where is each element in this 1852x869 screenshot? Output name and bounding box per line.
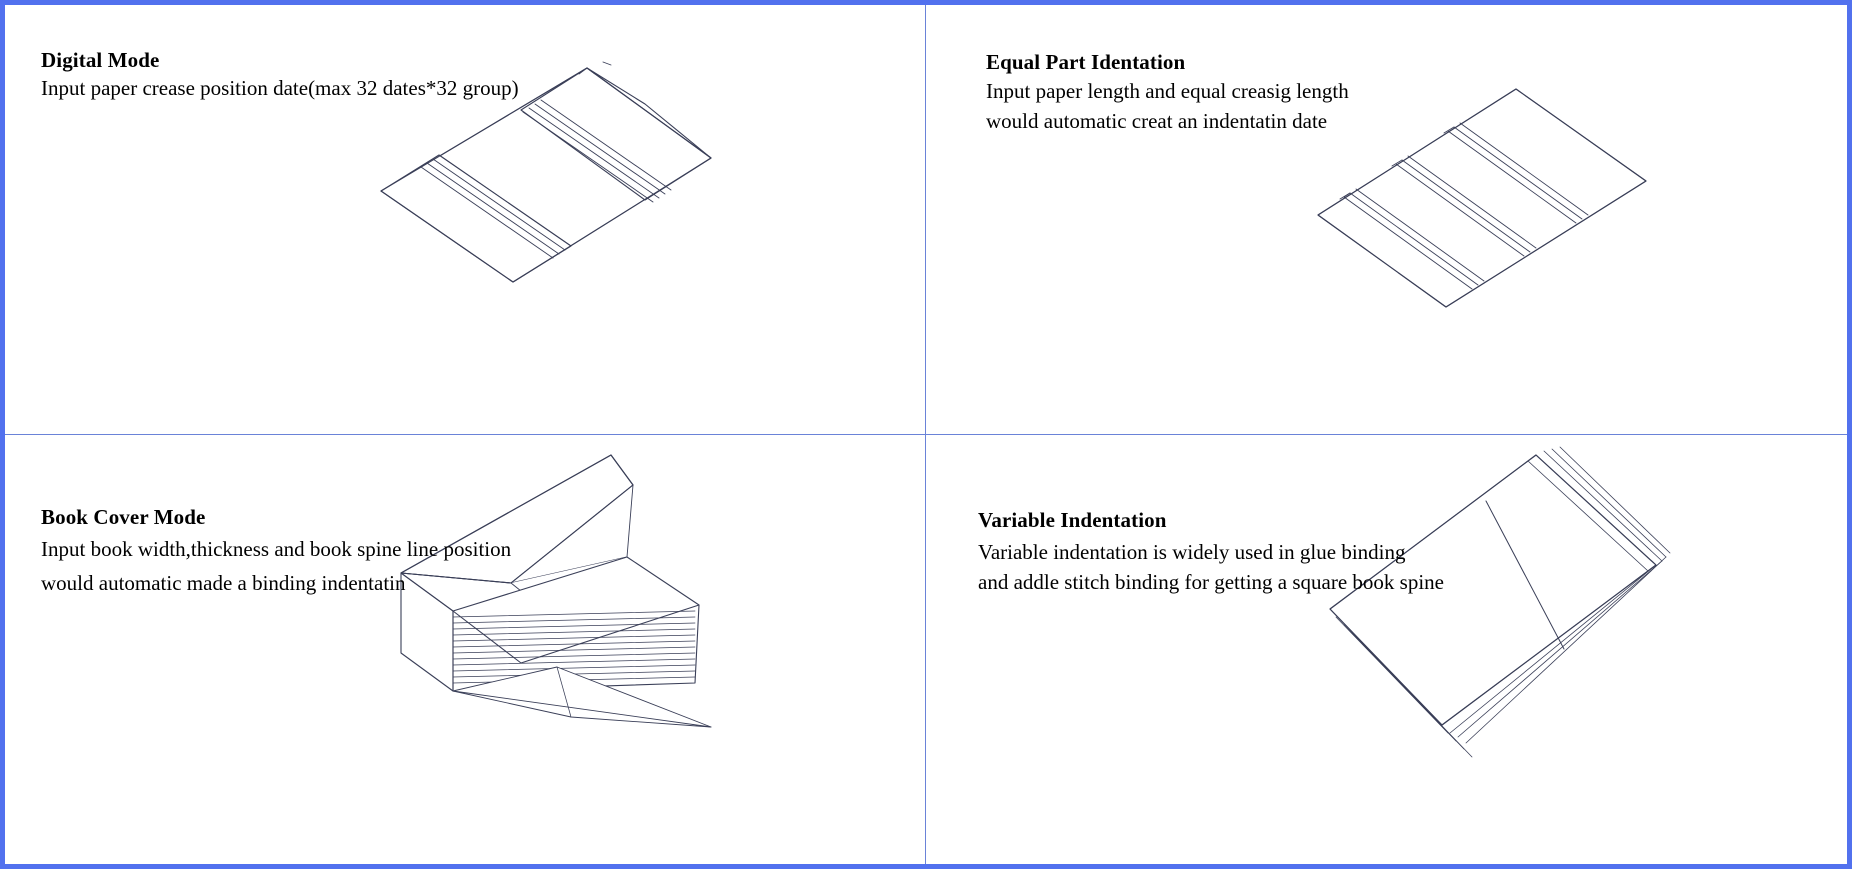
- panel-book-cover-mode: Book Cover Mode Input book width,thickne…: [5, 434, 926, 864]
- digital-mode-text-block: Digital Mode Input paper crease position…: [41, 47, 519, 103]
- variable-indentation-heading: Variable Indentation: [978, 507, 1167, 532]
- panel-digital-mode: Digital Mode Input paper crease position…: [5, 5, 926, 435]
- panel-grid: Digital Mode Input paper crease position…: [5, 5, 1847, 864]
- digital-mode-heading: Digital Mode: [41, 48, 160, 72]
- equal-part-text-block: Equal Part Identation Input paper length…: [986, 48, 1349, 136]
- equal-part-line-2: would automatic creat an indentatin date: [986, 109, 1328, 133]
- variable-indentation-text-block: Variable Indentation Variable indentatio…: [978, 504, 1444, 597]
- book-cover-line-1: Input book width,thickness and book spin…: [41, 536, 512, 561]
- digital-mode-line-1: Input paper crease position date(max 32 …: [41, 76, 519, 100]
- equal-part-line-1: Input paper length and equal creasig len…: [986, 79, 1349, 103]
- equal-part-heading: Equal Part Identation: [986, 50, 1186, 74]
- panel-variable-indentation: Variable Indentation Variable indentatio…: [926, 434, 1847, 864]
- variable-indentation-line-1: Variable indentation is widely used in g…: [978, 539, 1406, 564]
- book-cover-heading: Book Cover Mode: [41, 504, 206, 529]
- isometric-equally-creased-paper-illustration: [1316, 83, 1666, 313]
- variable-indentation-line-2: and addle stitch binding for getting a s…: [978, 569, 1444, 594]
- book-cover-text-block: Book Cover Mode Input book width,thickne…: [41, 503, 511, 600]
- book-cover-line-2: would automatic made a binding indentati…: [41, 570, 406, 595]
- panel-equal-part-identation: Equal Part Identation Input paper length…: [926, 5, 1847, 435]
